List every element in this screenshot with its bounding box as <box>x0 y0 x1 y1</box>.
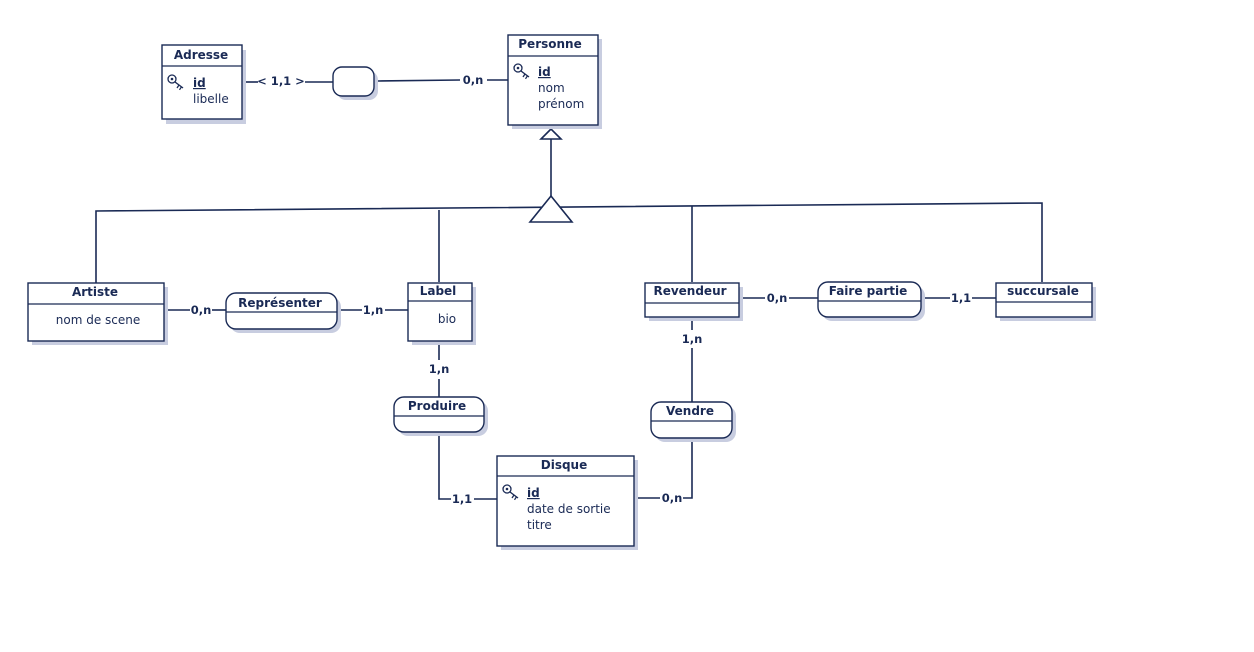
cardinality-label-produire: 1,n <box>429 362 450 376</box>
entity-disque-attr: date de sortie <box>527 502 611 516</box>
entity-adresse-title: Adresse <box>174 48 228 62</box>
entity-succursale[interactable]: succursale <box>995 282 1096 321</box>
association-vendre[interactable]: Vendre <box>650 401 736 442</box>
entity-adresse-attr: libelle <box>193 92 229 106</box>
inheritance-triangle-icon <box>528 127 574 223</box>
association-faire-partie[interactable]: Faire partie <box>817 281 925 321</box>
entity-personne-attr: prénom <box>538 97 584 111</box>
cardinality-label-representer: 1,n <box>363 303 384 317</box>
entity-artiste[interactable]: Artiste nom de scene <box>27 282 168 345</box>
association-produire[interactable]: Produire <box>393 396 488 436</box>
entity-label-attr: bio <box>438 312 456 326</box>
entity-personne-key: id <box>538 65 551 79</box>
entity-succursale-title: succursale <box>1007 284 1079 298</box>
cardinality-succursale-faire-partie: 1,1 <box>951 291 971 305</box>
association-faire-partie-label: Faire partie <box>829 284 908 298</box>
entity-disque-attr: titre <box>527 518 552 532</box>
association-adresse-personne[interactable] <box>332 66 378 100</box>
cardinality-adresse: < 1,1 > <box>257 74 305 88</box>
entity-personne-title: Personne <box>518 37 581 51</box>
association-vendre-label: Vendre <box>666 404 714 418</box>
entity-personne-attr: nom <box>538 81 565 95</box>
cardinality-personne: 0,n <box>463 73 484 87</box>
cardinality-artiste-representer: 0,n <box>191 303 212 317</box>
entity-adresse-key: id <box>193 76 206 90</box>
association-produire-label: Produire <box>408 399 466 413</box>
entity-revendeur-title: Revendeur <box>653 284 726 298</box>
entity-artiste-title: Artiste <box>72 285 118 299</box>
connector-lines <box>95 79 1043 500</box>
cardinality-disque-produire: 1,1 <box>452 492 472 506</box>
association-representer[interactable]: Représenter <box>225 292 341 333</box>
entity-artiste-attr: nom de scene <box>56 313 141 327</box>
association-representer-label: Représenter <box>238 296 322 310</box>
cardinality-disque-vendre: 0,n <box>662 491 683 505</box>
cardinality-revendeur-vendre: 1,n <box>682 332 703 346</box>
cardinality-revendeur-faire-partie: 0,n <box>767 291 788 305</box>
entity-disque-title: Disque <box>541 458 588 472</box>
entity-adresse[interactable]: Adresse id libelle <box>161 44 246 124</box>
entity-disque[interactable]: Disque id date de sortie titre <box>496 455 638 550</box>
entity-disque-key: id <box>527 486 540 500</box>
entity-personne[interactable]: Personne id nom prénom <box>507 34 602 129</box>
entity-revendeur[interactable]: Revendeur <box>644 282 743 321</box>
entity-label[interactable]: Label bio <box>407 282 476 345</box>
entity-label-title: Label <box>420 284 457 298</box>
